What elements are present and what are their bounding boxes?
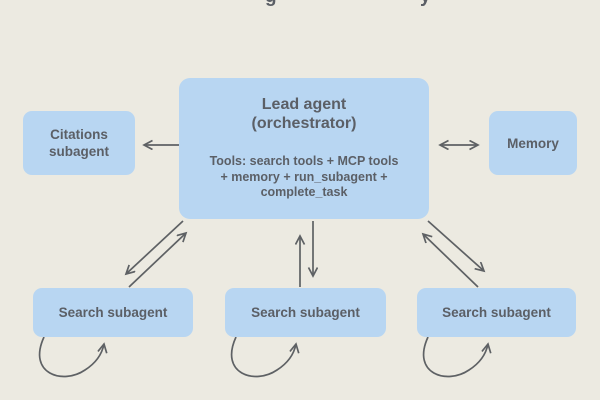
self-loop-search-1 — [38, 336, 104, 378]
citations-subagent-node: Citations subagent — [23, 111, 135, 175]
self-loop-search-3 — [422, 336, 488, 378]
memory-label: Memory — [507, 135, 559, 151]
search-subagent-label: Search subagent — [251, 305, 360, 320]
lead-agent-node: Lead agent (orchestrator) Tools: search … — [179, 78, 429, 219]
lead-agent-title-line1: Lead agent — [261, 96, 347, 113]
cropped-title-descender-y: y — [420, 0, 431, 8]
lead-agent-title: Lead agent (orchestrator) — [252, 95, 357, 133]
lead-agent-tools-line2: + memory + run_subagent + — [220, 169, 388, 184]
arrow-lead-to-search-1 — [126, 220, 184, 274]
search-subagent-node-3: Search subagent — [417, 288, 576, 337]
arrow-lead-to-search-3 — [427, 220, 484, 271]
lead-agent-title-line2: (orchestrator) — [251, 115, 357, 132]
arrow-search-1-to-lead — [128, 233, 186, 288]
arrow-search-3-to-lead — [423, 234, 479, 288]
lead-agent-tools-line3: complete_task — [260, 185, 348, 199]
citations-subagent-label: Citations subagent — [48, 127, 109, 159]
search-subagent-node-2: Search subagent — [225, 288, 386, 337]
search-subagent-label: Search subagent — [58, 305, 168, 320]
cropped-title-descender-g: g — [265, 0, 277, 8]
lead-agent-tools-text: Tools: search tools + MCP tools + memory… — [210, 154, 399, 201]
self-loop-search-2 — [230, 336, 296, 378]
lead-agent-tools-line1: Tools: search tools + MCP tools — [209, 154, 399, 168]
search-subagent-node-1: Search subagent — [33, 288, 193, 337]
search-subagent-label: Search subagent — [442, 305, 551, 320]
memory-node: Memory — [489, 111, 577, 175]
